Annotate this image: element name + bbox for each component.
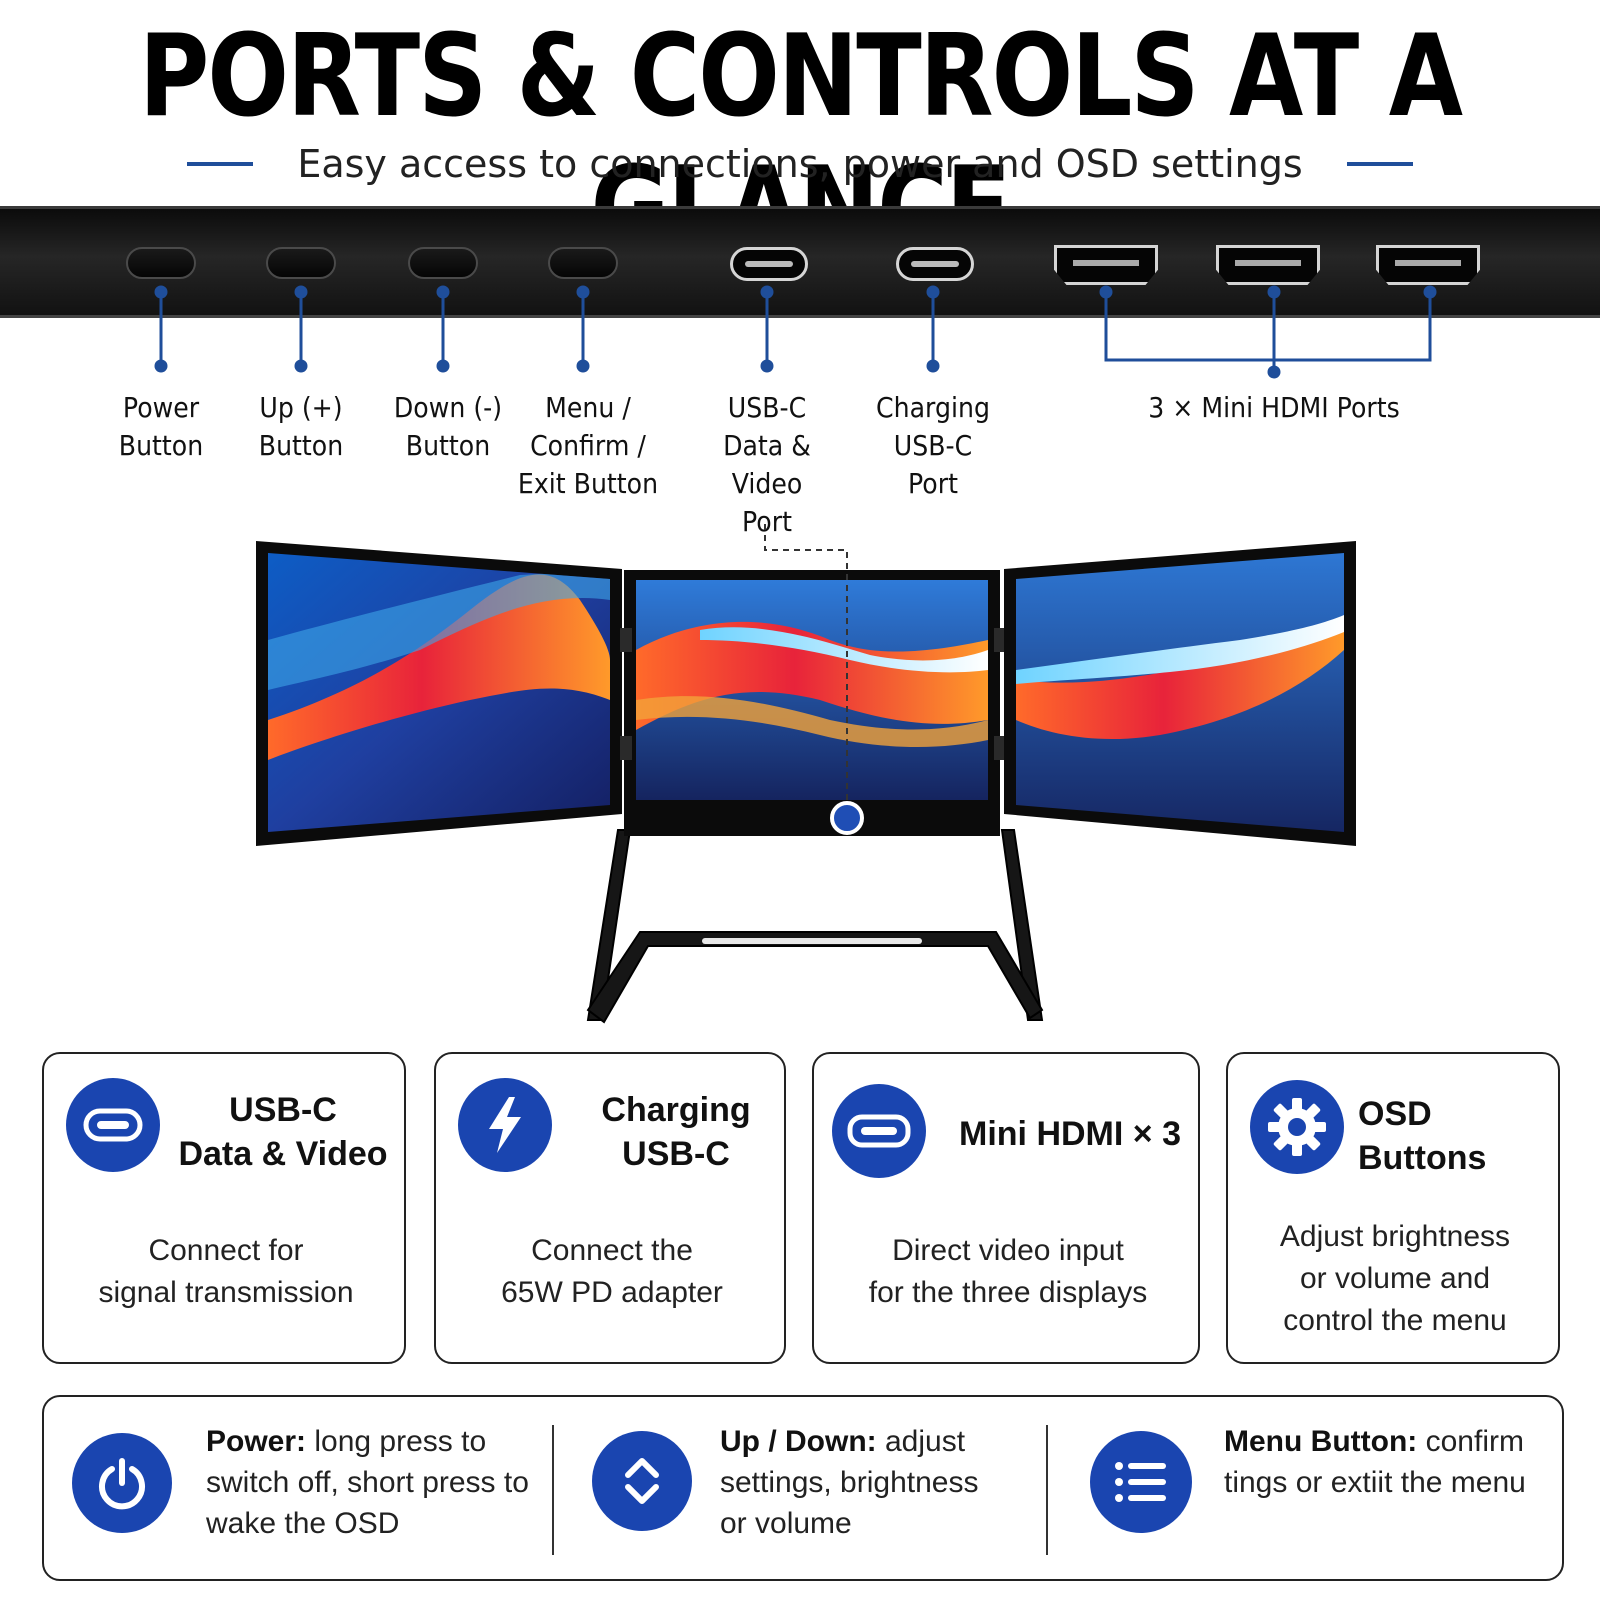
card-title: OSD Buttons [1358, 1095, 1487, 1177]
up-button-hardware[interactable] [266, 247, 336, 279]
right-hinge-top [994, 628, 1006, 652]
power-icon [72, 1433, 172, 1533]
card-description: Connect the 65W PD adapter [501, 1234, 723, 1309]
menu-text: confirm tings or extiit the menu [1224, 1425, 1526, 1499]
label-mini-hdmi: 3 × Mini HDMI Ports [1148, 391, 1400, 424]
card-description: Direct video input for the three display… [868, 1234, 1148, 1309]
left-hinge-bottom [620, 736, 632, 760]
card-mini-hdmi: Mini HDMI × 3 Direct video input for the… [812, 1052, 1200, 1364]
mini-hdmi-port-1[interactable] [1054, 245, 1158, 285]
menu-description: Menu Button: confirm tings or extiit the… [1224, 1421, 1544, 1503]
label-down-button: Down (-) Button [393, 391, 503, 462]
power-text: long press to switch off, short press to… [206, 1425, 529, 1540]
lightning-icon [458, 1078, 552, 1172]
card-description: Connect for signal transmission [98, 1234, 354, 1309]
monitor-stand [586, 829, 1044, 1024]
updown-label: Up / Down: [720, 1425, 877, 1458]
usb-c-icon [66, 1078, 160, 1172]
power-button-hardware[interactable] [126, 247, 196, 279]
port-highlight-dot [830, 801, 864, 835]
center-display-screen [636, 580, 988, 800]
card-title: Mini HDMI × 3 [959, 1115, 1181, 1153]
menu-button-hardware[interactable] [548, 247, 618, 279]
right-display-screen [1016, 553, 1344, 832]
subtitle-left-rule [187, 162, 254, 166]
card-usbc-data: USB-C Data & Video Connect for signal tr… [42, 1052, 406, 1364]
port-strip [0, 206, 1600, 318]
up-down-icon [592, 1431, 692, 1531]
divider-1 [552, 1425, 554, 1555]
divider-2 [1046, 1425, 1048, 1555]
card-description: Adjust brightness or volume and control … [1279, 1220, 1511, 1337]
mini-hdmi-icon [832, 1084, 926, 1178]
subtitle-right-rule [1346, 162, 1413, 166]
label-usbc-charging: Charging USB-C Port [876, 391, 990, 500]
down-button-hardware[interactable] [408, 247, 478, 279]
menu-list-icon [1090, 1431, 1192, 1533]
label-up-button: Up (+) Button [258, 391, 344, 462]
card-charging-usbc: Charging USB-C Connect the 65W PD adapte… [434, 1052, 786, 1364]
left-display-screen [268, 553, 610, 832]
usbc-charging-port[interactable] [896, 247, 974, 281]
label-menu-button: Menu / Confirm / Exit Button [517, 391, 659, 500]
gear-icon [1250, 1080, 1344, 1174]
updown-description: Up / Down: adjust settings, brightness o… [720, 1421, 1010, 1544]
subtitle: Easy access to connections, power and OS… [297, 142, 1303, 186]
card-osd-buttons: OSD Buttons Adjust brightness or volume … [1226, 1052, 1560, 1364]
label-power-button: Power Button [118, 391, 204, 462]
power-label: Power: [206, 1425, 307, 1458]
right-hinge-bottom [994, 736, 1006, 760]
menu-label: Menu Button: [1224, 1425, 1418, 1458]
left-hinge-top [620, 628, 632, 652]
card-title: USB-C Data & Video [178, 1091, 388, 1173]
card-title: Charging USB-C [601, 1091, 751, 1173]
label-usbc-data: USB-C Data & Video Port [723, 391, 811, 538]
subtitle-row: Easy access to connections, power and OS… [0, 140, 1600, 188]
usbc-data-port[interactable] [730, 247, 808, 281]
mini-hdmi-port-2[interactable] [1216, 245, 1320, 285]
mini-hdmi-port-3[interactable] [1376, 245, 1480, 285]
power-description: Power: long press to switch off, short p… [206, 1421, 536, 1544]
callout-dashed-line [764, 524, 848, 816]
updown-text: adjust settings, brightness or volume [720, 1425, 979, 1540]
controls-summary-bar: Power: long press to switch off, short p… [42, 1395, 1564, 1581]
